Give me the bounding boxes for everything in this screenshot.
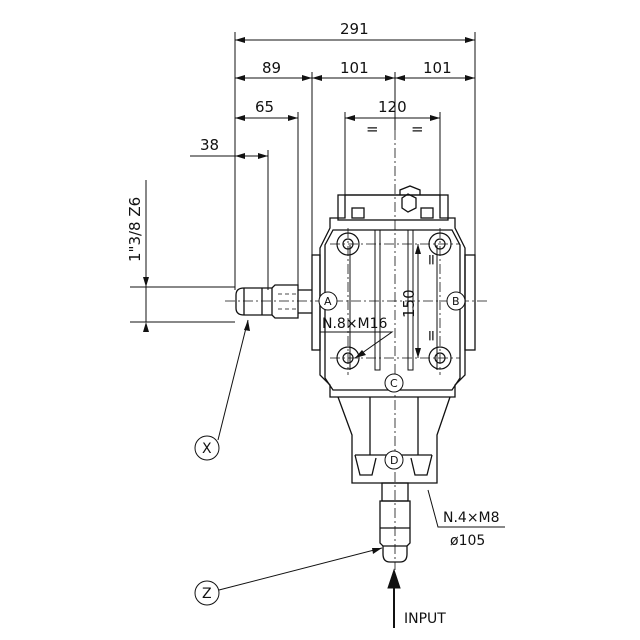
circle-markers [194, 291, 466, 606]
centre-lines [225, 130, 490, 570]
circle-label-x: X [202, 441, 212, 457]
shaft-spec-dimension [130, 180, 235, 323]
equal-mark-lower: = [422, 329, 440, 342]
leader-arrows [244, 320, 382, 554]
shaft-spec-label: 1"3/8 Z6 [126, 197, 144, 262]
circle-label-z: Z [202, 586, 212, 602]
dim-150-arrows [415, 244, 421, 358]
equal-mark-upper: = [422, 253, 440, 266]
equal-mark-left: = [366, 120, 379, 138]
holes-note-m16: N.8×M16 [322, 316, 388, 332]
holes-note-m8: N.4×M8 [443, 510, 500, 526]
leader-lines [217, 319, 505, 591]
dimension-lines [190, 32, 476, 290]
input-shaft [379, 482, 411, 563]
shaft-spec-arrows [143, 277, 149, 332]
circle-label-b: B [452, 295, 460, 308]
input-label: INPUT [404, 611, 446, 627]
equal-mark-right: = [411, 120, 424, 138]
dimension-arrows [235, 37, 475, 159]
dim-89: 89 [262, 59, 281, 77]
dim-291: 291 [340, 20, 369, 38]
left-shaft [235, 284, 312, 319]
dim-150: 150 [400, 289, 418, 318]
dim-65: 65 [255, 98, 274, 116]
input-arrow [387, 568, 401, 628]
dim-101-right: 101 [423, 59, 452, 77]
dim-38: 38 [200, 136, 219, 154]
circle-label-a: A [324, 295, 332, 308]
gearbox-body [311, 185, 476, 484]
circle-label-d: D [390, 454, 398, 467]
dim-120: 120 [378, 98, 407, 116]
inner-slots [349, 229, 438, 371]
left-shaft-hidden [278, 293, 298, 310]
flange-diameter: ø105 [450, 533, 485, 549]
circle-label-c: C [390, 377, 398, 390]
dim-101-left: 101 [340, 59, 369, 77]
